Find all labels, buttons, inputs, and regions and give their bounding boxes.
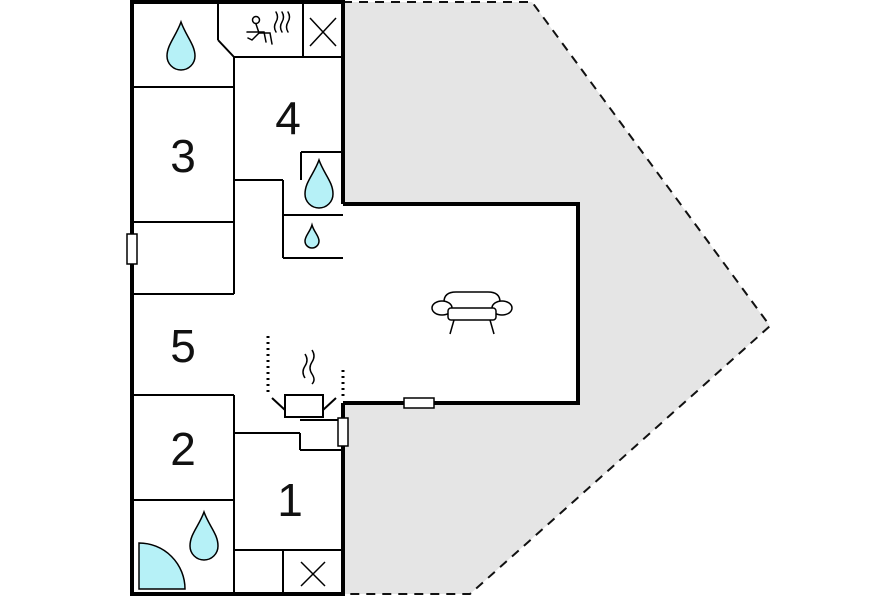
water-drop-icon: [304, 157, 334, 209]
water-drop-icon: [304, 222, 320, 249]
room-2-label: 2: [170, 423, 196, 475]
fireplace-icon: [266, 336, 345, 418]
sofa-icon: [431, 291, 513, 335]
window-left: [126, 233, 138, 265]
room-5-label: 5: [170, 320, 196, 372]
storage-cross-icon: [309, 17, 337, 47]
door-swing-icon: [138, 542, 186, 590]
outer-walls: [130, 0, 580, 596]
storage-cross-icon: [300, 561, 326, 587]
water-drop-icon: [189, 509, 219, 561]
room-4-label: 4: [275, 92, 301, 144]
room-1-label: 1: [277, 474, 303, 526]
interior-walls: [132, 2, 343, 594]
water-drop-icon: [166, 19, 196, 71]
room-3-label: 3: [170, 130, 196, 182]
door-entrance: [337, 417, 349, 447]
window-living: [403, 397, 435, 409]
openings: [126, 233, 435, 447]
sauna-icon: [246, 11, 291, 45]
house-body: [132, 2, 343, 594]
